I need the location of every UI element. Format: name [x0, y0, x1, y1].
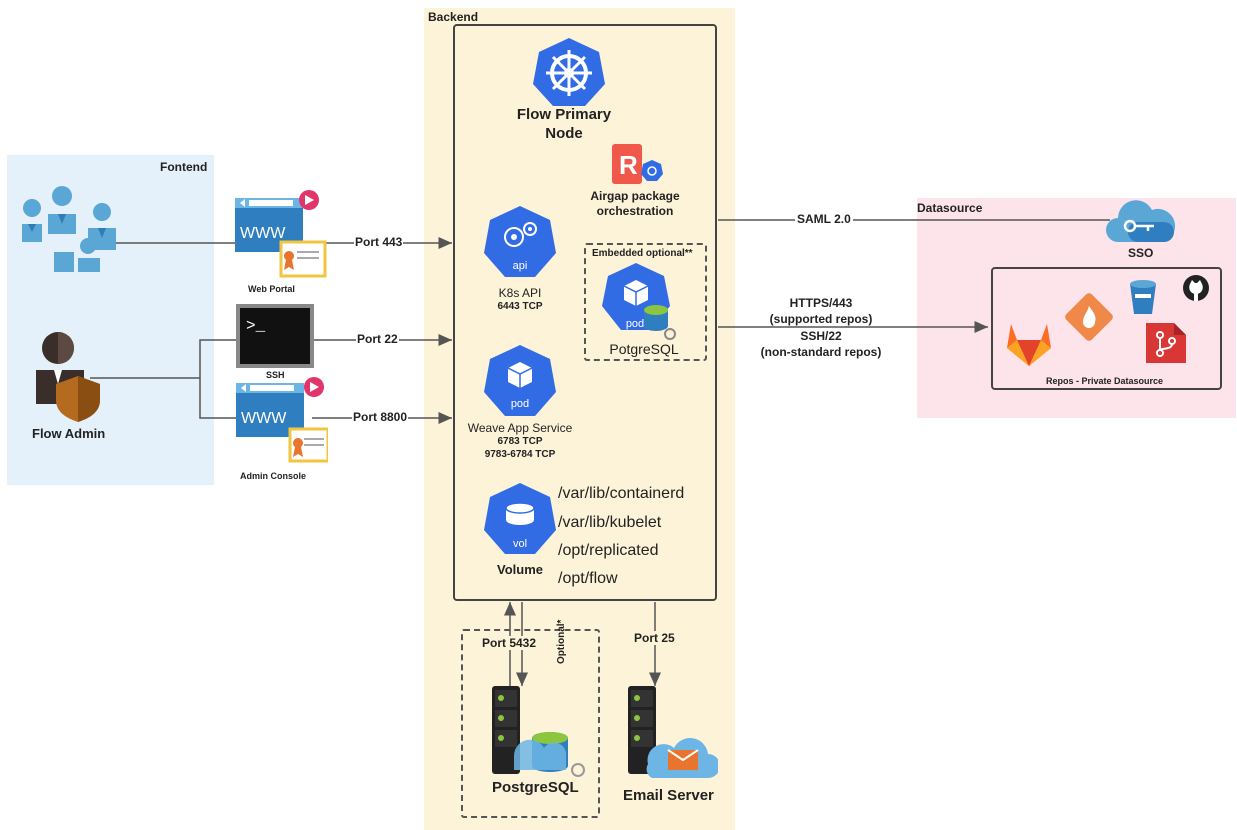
k8s-api-icon [484, 206, 556, 277]
volume-name: Volume [497, 562, 543, 577]
volume-badge: vol [512, 538, 528, 550]
git-icon [1065, 293, 1113, 341]
weave-port2: 9783-6784 TCP [484, 449, 556, 460]
admin-console-label: Admin Console [240, 471, 307, 481]
server-rack-icon [492, 686, 585, 777]
weave-name: Weave App Service [467, 421, 573, 435]
svg-text:WWW: WWW [240, 225, 286, 242]
svg-text:WWW: WWW [241, 410, 287, 427]
admin-user-icon [36, 332, 100, 422]
terminal-icon: >_ [236, 304, 314, 368]
volume-path: /opt/flow [558, 570, 618, 587]
codecommit-icon [1146, 323, 1186, 363]
port-25-label: Port 25 [634, 631, 675, 645]
bitbucket-icon [1130, 280, 1156, 314]
pod-icon [602, 263, 676, 340]
optional-label: Optional* [556, 619, 567, 664]
ssh-label: SSH [266, 370, 285, 380]
repos-box [991, 267, 1222, 390]
svg-text:R: R [619, 150, 638, 180]
port-5432-label: Port 5432 [482, 636, 537, 650]
flow-admin-label: Flow Admin [32, 426, 106, 441]
optional-postgres-box [461, 629, 600, 818]
weave-port1: 6783 TCP [497, 436, 543, 447]
saml-label: SAML 2.0 [795, 212, 853, 226]
k8s-badge: api [512, 260, 528, 272]
port-22-label: Port 22 [356, 332, 399, 346]
www-browser-icon: WWW [236, 377, 328, 463]
repo-conn-line1: HTTPS/443 [789, 296, 853, 310]
embedded-optional-label: Embedded optional** [592, 248, 693, 259]
port-8800-label: Port 8800 [352, 410, 409, 424]
volume-path: /opt/replicated [558, 542, 659, 559]
node-title-line2: Node [545, 125, 583, 142]
embedded-badge: pod [625, 318, 645, 330]
repo-conn-line2: (supported repos) [769, 312, 873, 326]
postgres-label: PostgreSQL [492, 779, 579, 796]
datasource-label: Datasource [917, 201, 983, 215]
airgap-line2: orchestration [596, 204, 674, 218]
www-browser-icon: WWW [235, 190, 327, 278]
cloud-key-icon [1106, 200, 1176, 242]
volume-icon [484, 483, 556, 554]
web-portal-label: Web Portal [248, 284, 295, 294]
pod-icon [484, 345, 556, 416]
primary-node-box [453, 24, 717, 601]
backend-region [424, 8, 735, 830]
frontend-label: Fontend [160, 160, 208, 174]
user-group-icon [22, 186, 116, 272]
weave-badge: pod [510, 398, 530, 410]
email-label: Email Server [623, 787, 714, 804]
k8s-name: K8s API [498, 286, 542, 300]
github-icon [1183, 275, 1209, 301]
embedded-optional-box [584, 243, 707, 361]
sso-label: SSO [1128, 246, 1154, 260]
repo-conn-line4: (non-standard repos) [760, 345, 882, 359]
repo-conn-line3: SSH/22 [746, 329, 896, 343]
replicated-r-icon: R [612, 144, 663, 184]
airgap-line1: Airgap package [590, 189, 680, 203]
k8s-port: 6443 TCP [497, 301, 543, 312]
volume-path: /var/lib/kubelet [558, 514, 662, 531]
node-title-line1: Flow Primary [516, 106, 612, 123]
repos-label: Repos - Private Datasource [1046, 376, 1164, 386]
server-rack-icon [628, 686, 718, 778]
port-443-label: Port 443 [354, 235, 404, 249]
gitlab-icon [1007, 324, 1051, 366]
kubernetes-helm-icon [533, 38, 605, 106]
backend-label: Backend [428, 10, 479, 24]
volume-path: /var/lib/containerd [558, 485, 685, 502]
svg-text:>_: >_ [246, 317, 266, 335]
embedded-name: PotgreSQL [609, 341, 679, 357]
